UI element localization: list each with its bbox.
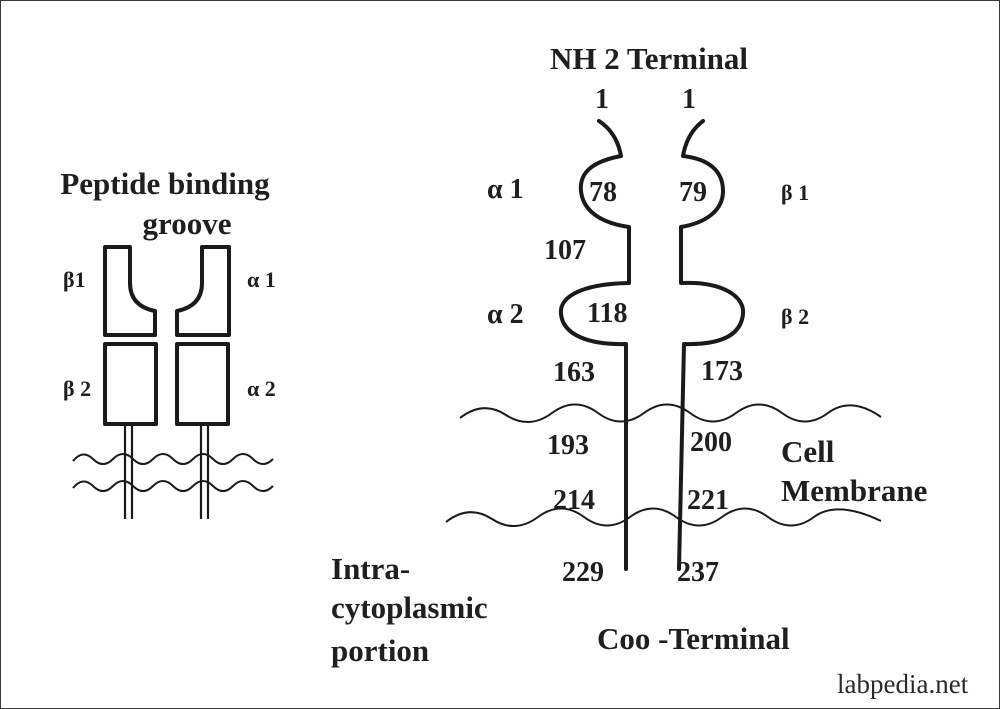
left-beta2-label: β 2 xyxy=(63,376,91,401)
residue-193: 193 xyxy=(547,430,589,461)
left-molecule-diagram: Peptide binding groove β1 α 1 β 2 α 2 xyxy=(60,166,276,519)
residue-221: 221 xyxy=(687,485,729,516)
coo-terminal-label: Coo -Terminal xyxy=(597,621,790,656)
beta-chain-line xyxy=(677,119,746,571)
intracytoplasmic-label-line3: portion xyxy=(331,633,429,668)
left-alpha2-label: α 2 xyxy=(247,376,276,401)
watermark: labpedia.net xyxy=(837,669,969,699)
beta1-domain-label: β 1 xyxy=(781,180,809,205)
cell-membrane-upper-wave xyxy=(459,403,882,423)
cell-membrane-label: Cell xyxy=(781,434,835,469)
nh2-terminal-label: NH 2 Terminal xyxy=(550,41,748,76)
alpha-chain-line xyxy=(558,119,631,571)
left-beta1-label: β1 xyxy=(63,267,86,292)
alpha2-domain-label: α 2 xyxy=(487,299,524,330)
beta1-domain-shape xyxy=(103,245,157,337)
cell-membrane-label-line2: Membrane xyxy=(781,473,927,508)
alpha2-domain-shape xyxy=(175,342,230,426)
residue-78: 78 xyxy=(589,177,617,208)
residue-79: 79 xyxy=(679,177,707,208)
beta2-domain-shape xyxy=(103,342,158,426)
residue-173: 173 xyxy=(701,356,743,387)
peptide-binding-groove-title: Peptide binding xyxy=(60,166,270,201)
cell-membrane-lower-wave xyxy=(445,507,882,527)
residue-200: 200 xyxy=(690,427,732,458)
left-alpha1-label: α 1 xyxy=(247,267,276,292)
residue-237: 237 xyxy=(677,557,719,588)
intracytoplasmic-label-line2: cytoplasmic xyxy=(331,590,488,625)
right-molecule-diagram: NH 2 Terminal 1 1 α 1 78 79 β 1 107 α 2 … xyxy=(331,41,927,668)
beta2-domain-label: β 2 xyxy=(781,304,809,329)
alpha-chain-start-number: 1 xyxy=(595,84,609,115)
peptide-binding-groove-title-line2: groove xyxy=(143,206,232,241)
residue-107: 107 xyxy=(544,235,586,266)
left-membrane-wave xyxy=(72,480,274,492)
residue-118: 118 xyxy=(587,298,627,329)
intracytoplasmic-label: Intra- xyxy=(331,551,410,586)
alpha1-domain-label: α 1 xyxy=(487,174,524,205)
left-membrane-wave xyxy=(72,453,274,465)
residue-229: 229 xyxy=(562,557,604,588)
alpha1-domain-shape xyxy=(175,245,231,337)
beta-chain-start-number: 1 xyxy=(682,84,696,115)
residue-214: 214 xyxy=(553,485,595,516)
residue-163: 163 xyxy=(553,357,595,388)
